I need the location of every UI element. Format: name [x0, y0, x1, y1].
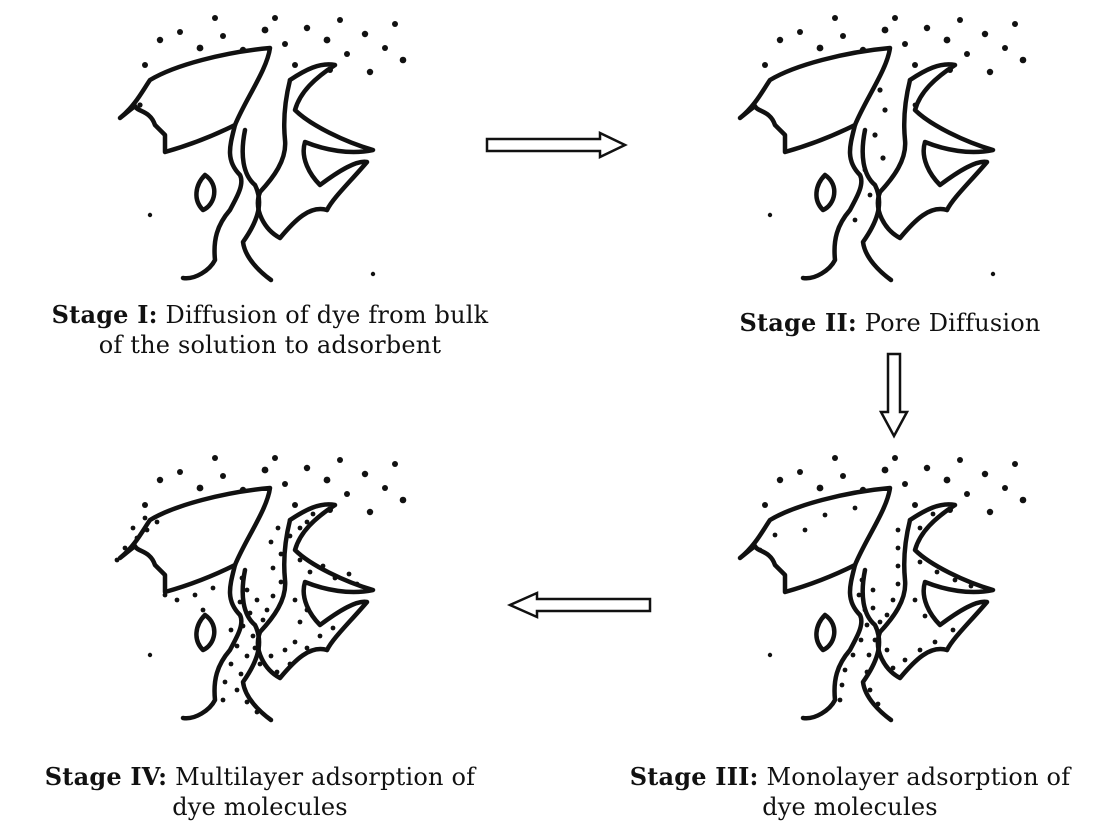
adsorbent-pore-outline [740, 48, 993, 280]
stage-4-line1: Multilayer adsorption of [175, 763, 475, 791]
stage-1-line2: of the solution to adsorbent [30, 330, 510, 360]
stage-2-caption-line1: Stage II: Pore Diffusion [690, 308, 1090, 338]
stage-1-drawing [95, 10, 435, 290]
stage-2-label: Stage II: [739, 308, 857, 337]
arrow-stage-1-to-2 [485, 130, 630, 160]
stage-2-caption: Stage II: Pore Diffusion [690, 308, 1090, 338]
stage-1-line1: Diffusion of dye from bulk [166, 301, 489, 329]
stage-1-label: Stage I: [52, 300, 158, 329]
arrow-stage-3-to-4 [505, 590, 655, 620]
adsorbent-pore-outline [120, 48, 373, 280]
stage-1-caption: Stage I: Diffusion of dye from bulk of t… [30, 300, 510, 360]
stage-2-drawing [715, 10, 1055, 290]
stage-3-line1: Monolayer adsorption of [766, 763, 1070, 791]
stage-4-drawing [95, 450, 435, 730]
stage-4-caption: Stage IV: Multilayer adsorption of dye m… [0, 762, 520, 822]
adsorbent-pore-outline [740, 488, 993, 720]
stage-3-drawing [715, 450, 1055, 730]
stage-3-caption: Stage III: Monolayer adsorption of dye m… [590, 762, 1110, 822]
stage-3-label: Stage III: [630, 762, 759, 791]
stage-4-label: Stage IV: [45, 762, 167, 791]
arrow-stage-2-to-3 [878, 352, 910, 440]
stage-4-caption-line1: Stage IV: Multilayer adsorption of [0, 762, 520, 792]
stage-3-caption-line1: Stage III: Monolayer adsorption of [590, 762, 1110, 792]
stage-2-line1: Pore Diffusion [865, 309, 1041, 337]
pore-dye-dots [768, 87, 995, 276]
stage-1-caption-line1: Stage I: Diffusion of dye from bulk [30, 300, 510, 330]
